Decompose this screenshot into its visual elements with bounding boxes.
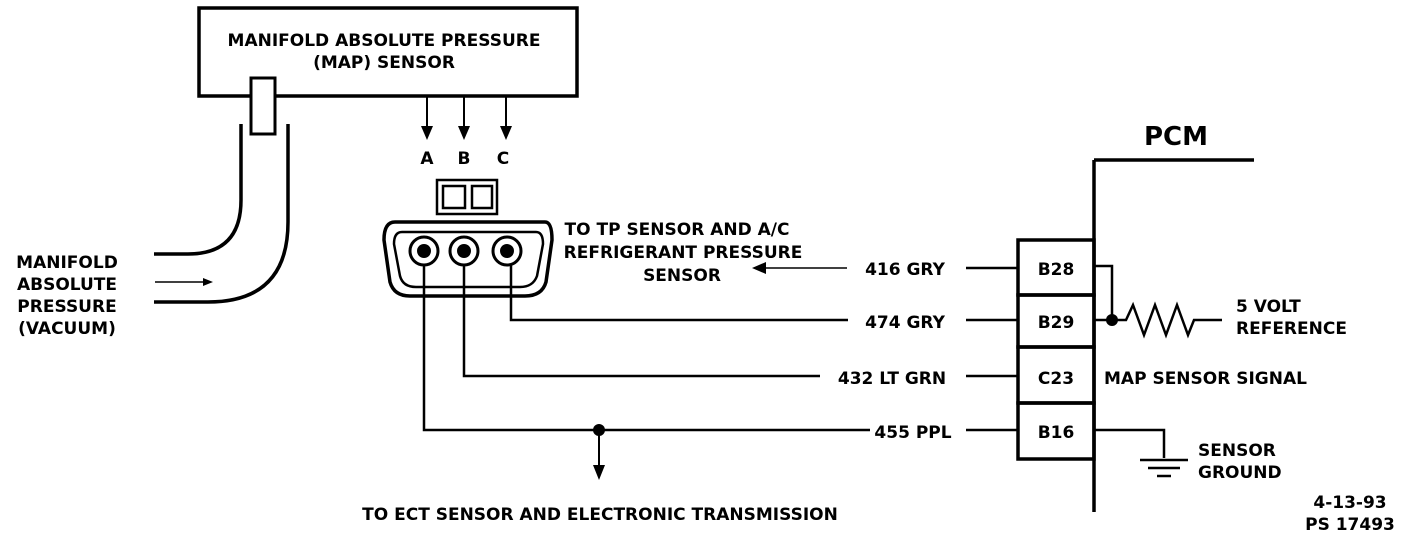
vacuum-port [249, 76, 277, 136]
pin-b16-label: B16 [1038, 423, 1075, 443]
b28-b29-jumper [1094, 264, 1114, 322]
map-sensor-box [197, 6, 579, 98]
tp-note-line1: TO TP SENSOR AND A/C [565, 220, 790, 240]
ground-label-1: SENSOR [1198, 441, 1276, 461]
wire-c-to-b29 [509, 264, 848, 322]
ground-icon [1140, 458, 1188, 478]
vacuum-label-3: PRESSURE [17, 297, 116, 317]
pin-b28-label: B28 [1038, 260, 1075, 280]
ground-label-2: GROUND [1198, 463, 1282, 483]
vacuum-label-2: ABSOLUTE [17, 275, 117, 295]
ect-arrowhead [593, 465, 605, 480]
sensor-title-line2: (MAP) SENSOR [313, 53, 455, 73]
ref-label-2: REFERENCE [1236, 319, 1347, 339]
ref-label-1: 5 VOLT [1236, 297, 1301, 317]
pcm-title: PCM [1144, 122, 1208, 152]
pin-c23-label: C23 [1038, 369, 1074, 389]
map-connector [382, 178, 554, 298]
tp-note-line2: REFRIGERANT PRESSURE [564, 243, 803, 263]
vacuum-flow-arrowhead [203, 278, 213, 286]
wire-b-to-c23 [462, 264, 820, 378]
figure-date: 4-13-93 [1313, 493, 1386, 513]
tp-arrowhead [752, 262, 766, 274]
terminal-arrows [421, 96, 512, 140]
resistor-icon [1112, 301, 1222, 339]
map-signal-label: MAP SENSOR SIGNAL [1104, 369, 1307, 389]
wire-a-to-b16 [422, 264, 870, 432]
terminal-c-label: C [497, 149, 509, 169]
pin-b29-label: B29 [1038, 313, 1075, 333]
ground-wire [1094, 428, 1166, 458]
figure-number: PS 17493 [1305, 515, 1395, 535]
vacuum-label-1: MANIFOLD [16, 253, 118, 273]
sensor-title-line1: MANIFOLD ABSOLUTE PRESSURE [228, 31, 541, 51]
ect-note: TO ECT SENSOR AND ELECTRONIC TRANSMISSIO… [362, 505, 838, 525]
terminal-b-label: B [458, 149, 471, 169]
terminal-a-label: A [420, 149, 434, 169]
wire-416-label: 416 GRY [865, 260, 946, 280]
vacuum-hose-inner [154, 124, 243, 256]
tp-note-line3: SENSOR [643, 266, 721, 286]
wire-474-label: 474 GRY [865, 313, 946, 333]
wire-455-label: 455 PPL [874, 423, 951, 443]
wire-432-label: 432 LT GRN [838, 369, 946, 389]
vacuum-label-4: (VACUUM) [18, 319, 116, 339]
vacuum-hose-outer [154, 124, 290, 304]
